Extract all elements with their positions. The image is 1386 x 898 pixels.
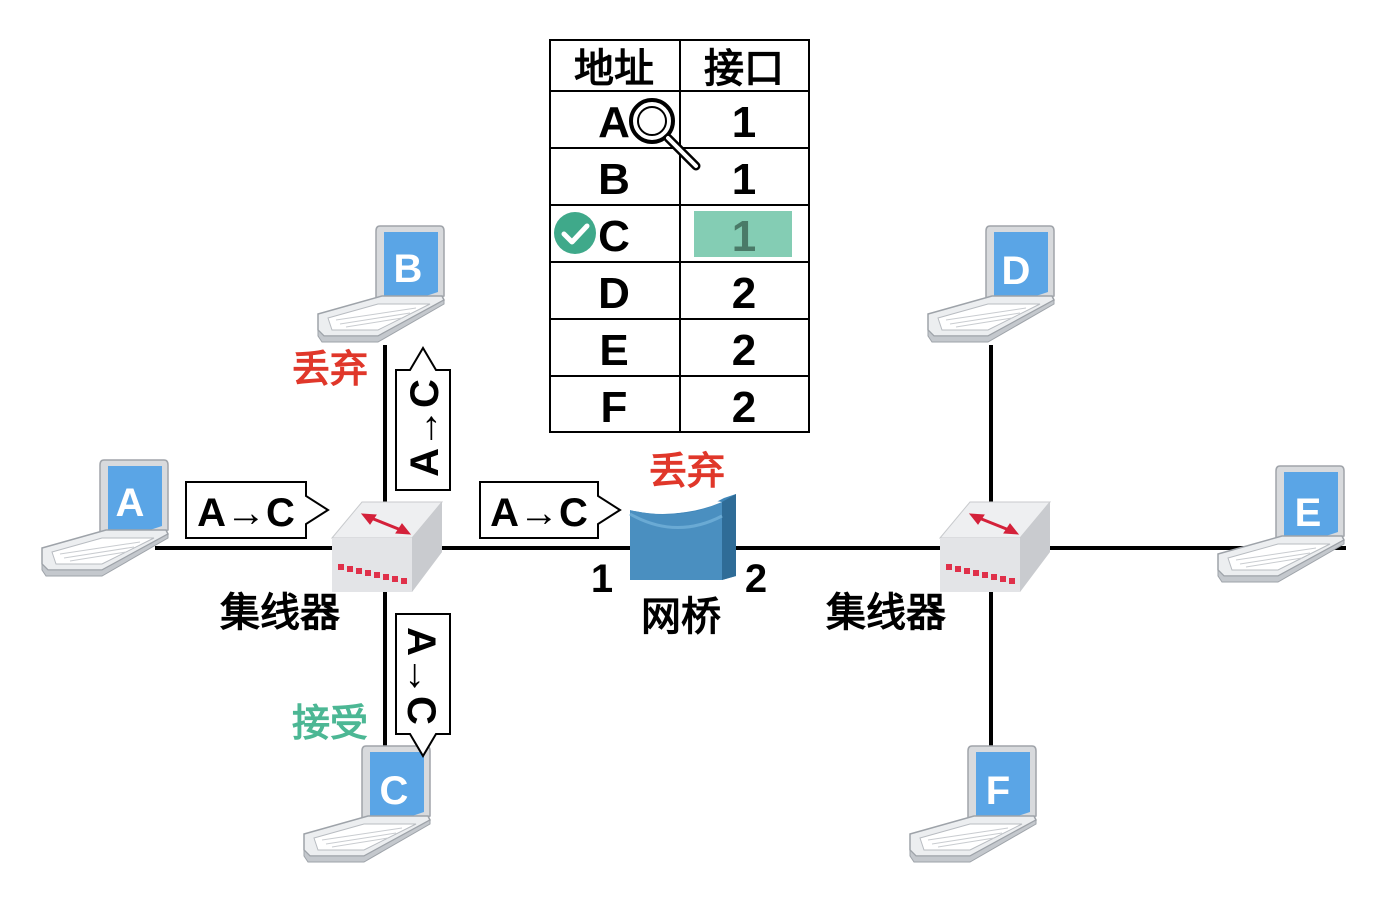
laptop-b: B: [317, 225, 445, 343]
magnifier-icon: [629, 98, 701, 171]
host-label-c: C: [380, 769, 409, 813]
device-label-bridge: 网桥: [641, 594, 721, 640]
table-row-interface: 2: [732, 269, 756, 318]
hub-left: [330, 500, 444, 594]
frame-label: A→C: [197, 491, 295, 535]
status-discard-bridge: 丢弃: [649, 449, 725, 493]
table-row-interface: 2: [732, 383, 756, 432]
laptop-c: C: [303, 745, 431, 863]
device-label-hub-right: 集线器: [825, 590, 947, 636]
hub-right: [938, 500, 1052, 594]
table-row-address: C: [598, 212, 630, 261]
table-row-interface: 1: [732, 212, 756, 261]
port-label-2: 2: [745, 557, 767, 601]
frame-to-bridge: A→C: [479, 481, 622, 539]
host-label-f: F: [986, 769, 1010, 813]
status-discard-b: 丢弃: [292, 347, 368, 391]
laptop-e: E: [1217, 465, 1345, 583]
status-accept-c: 接受: [292, 701, 368, 745]
table-row-address: A: [598, 98, 630, 147]
table-row-address: E: [599, 326, 628, 375]
matched-cell-highlight: [694, 211, 792, 257]
frame-to-b: A→C: [395, 346, 451, 491]
table-row-interface: 2: [732, 326, 756, 375]
table-header-interface: 接口: [704, 46, 784, 92]
table-row-address: D: [598, 269, 630, 318]
frame-to-hub: A→C: [185, 481, 330, 539]
frame-label: A→C: [403, 379, 447, 477]
check-icon: [554, 212, 596, 254]
table-row-interface: 1: [732, 155, 756, 204]
laptop-a: A: [41, 459, 169, 577]
bridge: [629, 494, 736, 580]
table-header-address: 地址: [574, 46, 654, 92]
table-row-interface: 1: [732, 98, 756, 147]
host-label-e: E: [1295, 491, 1322, 535]
frame-to-c: A→C: [395, 613, 451, 758]
frame-label: A→C: [399, 627, 443, 725]
port-label-1: 1: [591, 557, 613, 601]
laptop-f: F: [909, 745, 1037, 863]
frame-label: A→C: [490, 491, 588, 535]
device-label-hub-left: 集线器: [219, 590, 341, 636]
table-row-address: B: [598, 155, 630, 204]
host-label-a: A: [116, 481, 145, 525]
mac-address-table: 地址 接口 A 1 B 1 C 1 D 2 E 2 F 2: [549, 39, 810, 433]
host-label-d: D: [1002, 249, 1031, 293]
host-label-b: B: [394, 247, 423, 291]
table-row-address: F: [601, 383, 628, 432]
laptop-d: D: [927, 225, 1055, 343]
